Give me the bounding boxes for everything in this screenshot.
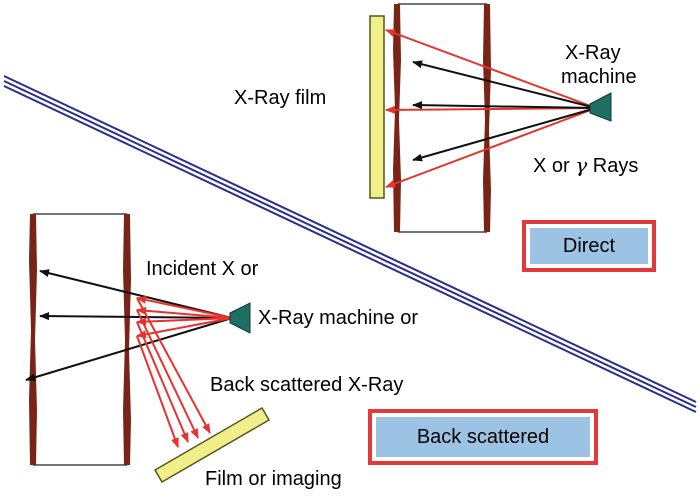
back-scattered-box-label: Back scattered (376, 417, 590, 457)
object-backscatter (29, 213, 131, 466)
incident-label: Incident X or (146, 258, 259, 280)
xray-machine-label-line1: X-Ray (565, 42, 621, 64)
diagonal-divider (3, 75, 697, 413)
x-or-text: X or (533, 155, 570, 177)
machine-or-label: X-Ray machine or (258, 307, 419, 329)
x-or-gamma-rays-label: X or γ Rays (533, 153, 638, 178)
black-rays-direct (412, 60, 597, 162)
back-scattered-box: Back scattered (368, 409, 598, 465)
direct-box-label: Direct (530, 228, 648, 264)
xray-machine-label-line2: machine (561, 66, 637, 88)
red-rays-backscatter (136, 295, 233, 448)
film-direct (369, 15, 385, 199)
gamma-symbol: γ (575, 153, 588, 177)
film-backscatter (153, 406, 271, 484)
xray-film-label: X-Ray film (234, 87, 327, 109)
direct-box: Direct (522, 220, 656, 272)
xray-machine-direct (589, 92, 612, 122)
object-direct (393, 3, 491, 233)
back-scattered-xray-label: Back scattered X-Ray (210, 374, 404, 396)
rays-text: Rays (592, 155, 639, 177)
film-or-imaging-label: Film or imaging (205, 468, 342, 490)
black-rays-backscatter (25, 269, 233, 382)
xray-machine-backscatter (229, 302, 251, 334)
